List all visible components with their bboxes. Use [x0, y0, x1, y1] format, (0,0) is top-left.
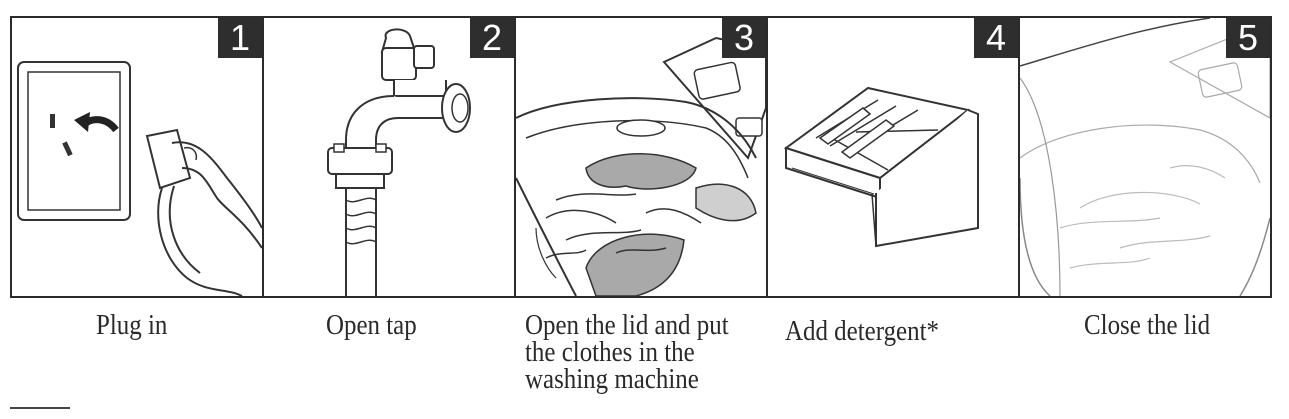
- washer-drum-clothes-illustration: [516, 36, 766, 296]
- closed-lid-illustration: [1020, 18, 1270, 296]
- step-number-badge: 4: [974, 18, 1018, 58]
- step-4-panel: 4: [768, 18, 1020, 296]
- step-5-panel: 5: [1020, 18, 1270, 296]
- step-3-panel: 3: [516, 18, 768, 296]
- step-1-caption: Plug in: [96, 309, 168, 341]
- water-tap-illustration: [327, 28, 471, 296]
- step-4-caption: Add detergent*: [785, 315, 939, 347]
- step-3-caption-line: washing machine: [525, 363, 699, 395]
- step-3-caption-line: Open the lid and put: [525, 309, 729, 341]
- step-number-badge: 3: [722, 18, 766, 58]
- detergent-drawer-illustration: [783, 86, 979, 248]
- step-2-caption: Open tap: [326, 309, 417, 341]
- step-3-caption-line: the clothes in the: [525, 336, 695, 368]
- step-number-badge: 2: [470, 18, 514, 58]
- plug-in-socket-illustration: [17, 61, 262, 296]
- footer-divider: [10, 407, 70, 419]
- step-5-caption: Close the lid: [1084, 309, 1211, 341]
- step-number-badge: 5: [1226, 18, 1270, 58]
- step-1-panel: 1: [12, 18, 264, 296]
- step-number-badge: 1: [218, 18, 262, 58]
- step-3-caption: Open the lid and put the clothes in the …: [525, 309, 729, 395]
- instruction-strip: 1 2: [10, 16, 1272, 298]
- step-2-panel: 2: [264, 18, 516, 296]
